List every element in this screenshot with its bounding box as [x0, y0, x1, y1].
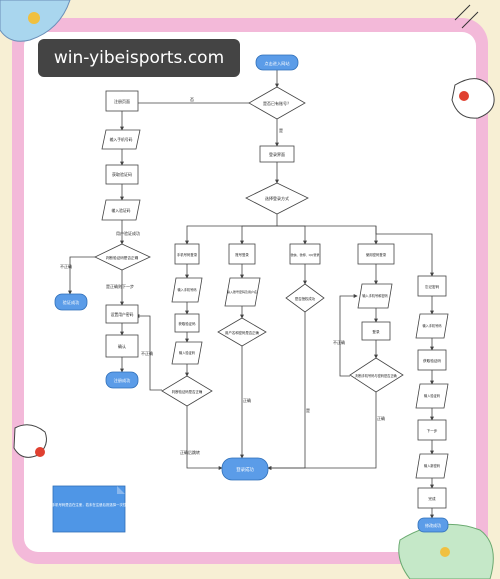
svg-text:修改成功: 修改成功	[425, 522, 441, 528]
svg-text:判断验证码是否正确: 判断验证码是否正确	[106, 255, 139, 260]
decision-password: 判断手机号码与密码是否正确	[349, 357, 404, 393]
svg-text:输入验证码: 输入验证码	[179, 350, 195, 355]
io-input-code: 输入验证码	[101, 199, 141, 221]
note-box: 判断手机号码是否在注册，若未在注册后则选择一次性注册	[45, 485, 134, 533]
decision-has-account: 是否已有账号？	[248, 86, 306, 120]
process-account-login: 账号登录	[228, 243, 256, 265]
process-set-password: 设置用户密码	[105, 304, 139, 324]
process-register-page: 注册页面	[105, 90, 139, 112]
decision-login-method: 选择登录方式	[245, 182, 309, 215]
process-fp-next: 下一步	[417, 419, 447, 441]
svg-text:登录: 登录	[372, 329, 380, 334]
io-input-phone: 输入手机号码	[101, 129, 141, 150]
svg-text:判断手机号码是否在注册，若未在注册后则选择一次性注册: 判断手机号码是否在注册，若未在注册后则选择一次性注册	[45, 502, 134, 507]
svg-text:输入手机号码: 输入手机号码	[110, 137, 133, 142]
svg-text:注册成功: 注册成功	[114, 377, 131, 384]
svg-text:输入手机号和密码: 输入手机号和密码	[362, 293, 388, 298]
svg-text:验证成功: 验证成功	[63, 299, 80, 306]
edge-label-verify: 用户验证成功	[116, 230, 140, 236]
svg-text:输入新密码: 输入新密码	[424, 463, 440, 468]
io-phone-input: 输入手机号码	[171, 277, 203, 303]
io-password-input: 输入手机号和密码	[357, 283, 393, 309]
svg-text:账号登录: 账号登录	[235, 252, 249, 257]
process-fp-get-code: 获取验证码	[417, 349, 447, 371]
io-fp-input-phone: 输入手机号码	[415, 313, 449, 339]
edge-label-ok: 正确后跳转	[180, 449, 200, 455]
svg-text:输入验证码: 输入验证码	[112, 208, 131, 213]
terminal-reset-success: 修改成功	[417, 517, 449, 533]
process-fp-done: 完成	[417, 487, 447, 509]
svg-text:完成: 完成	[428, 496, 436, 501]
edge-label-correct-2: 正确	[243, 397, 251, 403]
process-login-page: 登录界面	[259, 145, 295, 163]
process-forgot-password: 忘记密码	[417, 275, 447, 297]
edge-label-yes-2: 是	[306, 407, 310, 413]
decision-code-correct: 判断验证码是否正确	[94, 243, 151, 271]
svg-text:忘记密码: 忘记密码	[425, 284, 440, 289]
edge-label-incorrect-2: 不正确	[141, 350, 153, 356]
watermark-logo: win-yibeisports.com	[38, 39, 240, 77]
process-phone-get-code: 获取验证码	[174, 313, 200, 333]
svg-text:点击进入网站: 点击进入网站	[264, 60, 289, 67]
io-fp-new-password: 输入新密码	[415, 453, 449, 479]
svg-text:登录界面: 登录界面	[269, 151, 285, 157]
svg-text:是否授权成功: 是否授权成功	[295, 296, 316, 301]
process-password-login: 使用密码登录	[357, 243, 395, 265]
edge-labels: 否 是 用户验证成功 不正确 是正确则下一步 不正确 正确后跳转 正确 是 不正…	[60, 97, 385, 455]
decision-account: 用户名和密码是否正确	[217, 317, 267, 347]
svg-text:获取验证码: 获取验证码	[112, 171, 132, 177]
svg-text:判断手机号码与密码是否正确: 判断手机号码与密码是否正确	[355, 373, 396, 378]
connectors	[68, 70, 434, 519]
edge-label-correct-3: 正确	[377, 415, 385, 421]
io-phone-enter-code: 输入验证码	[171, 341, 203, 365]
svg-text:判断验证码是否正确: 判断验证码是否正确	[172, 389, 203, 394]
svg-text:输入手机号码: 输入手机号码	[177, 287, 196, 292]
decision-phone-code: 判断验证码是否正确	[161, 375, 213, 407]
svg-text:手机号码登录: 手机号码登录	[177, 252, 198, 257]
edge-label-no: 否	[190, 97, 194, 102]
svg-text:使用密码登录: 使用密码登录	[366, 252, 387, 257]
svg-text:登录成功: 登录成功	[236, 466, 254, 473]
svg-text:输入手机号码: 输入手机号码	[422, 323, 441, 328]
svg-text:获取验证码: 获取验证码	[423, 358, 441, 363]
flower-decoration-top-left	[0, 0, 71, 42]
edge-label-incorrect-3: 不正确	[333, 339, 345, 345]
svg-text:用户名和密码是否正确: 用户名和密码是否正确	[225, 330, 260, 335]
terminal-login-success: 登录成功	[221, 457, 269, 481]
io-fp-enter-code: 输入验证码	[415, 383, 449, 409]
svg-text:获取验证码: 获取验证码	[179, 321, 197, 326]
svg-text:选择登录方式: 选择登录方式	[265, 195, 289, 201]
edge-label-pass: 是正确则下一步	[106, 283, 134, 289]
process-third-party-login: 微信、微博、QQ登录	[289, 243, 321, 265]
decision-auth: 是否授权成功	[285, 283, 325, 313]
process-confirm: 确认	[105, 334, 139, 358]
edge-label-yes: 是	[279, 127, 283, 133]
flower-decoration-top-right	[451, 4, 495, 119]
flower-decoration-left	[13, 424, 47, 458]
svg-text:输入验证码: 输入验证码	[424, 393, 440, 398]
terminal-verify-success: 验证成功	[54, 293, 88, 311]
svg-text:是否已有账号？: 是否已有账号？	[263, 100, 291, 106]
svg-text:注册页面: 注册页面	[114, 98, 130, 104]
process-phone-code-login: 手机号码登录	[174, 243, 200, 265]
leaf-decoration-bottom-right	[398, 523, 494, 579]
svg-text:确认: 确认	[118, 343, 126, 349]
svg-text:设置用户密码: 设置用户密码	[111, 312, 134, 317]
edge-label-incorrect: 不正确	[60, 263, 72, 269]
svg-text:微信、微博、QQ登录: 微信、微博、QQ登录	[291, 252, 320, 257]
process-get-code: 获取验证码	[105, 164, 139, 185]
io-account-input: 输入账号密码及用户名	[224, 277, 261, 307]
svg-text:下一步: 下一步	[427, 428, 438, 433]
terminal-register-success: 注册成功	[105, 371, 139, 389]
note-text: 判断手机号码是否在注册，若未在注册后则选择一次性注册	[45, 502, 134, 507]
svg-text:输入账号密码及用户名: 输入账号密码及用户名	[227, 289, 257, 294]
terminal-start: 点击进入网站	[255, 54, 299, 71]
process-login: 登录	[361, 321, 391, 341]
